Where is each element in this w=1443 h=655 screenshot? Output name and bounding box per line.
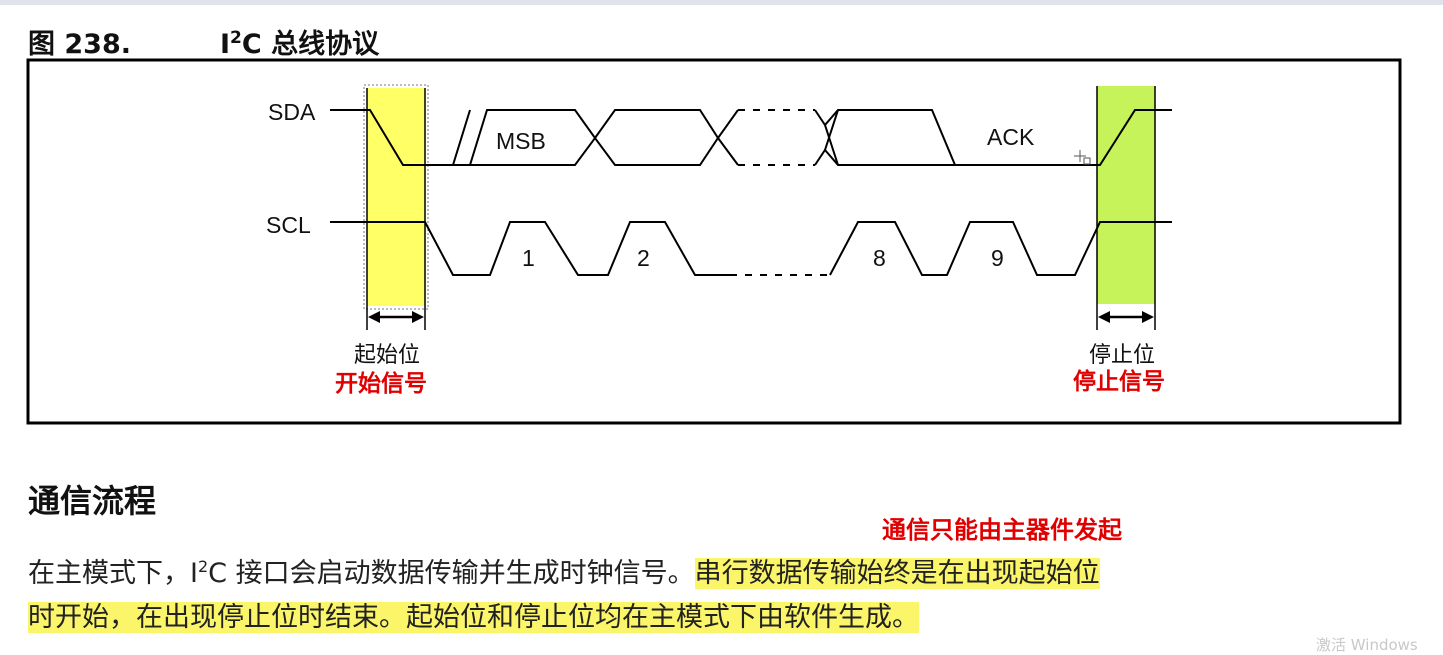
start-arrow-head-left	[368, 311, 380, 323]
sda-waveform-tail-top	[814, 109, 1172, 166]
paragraph-line-2: 时开始，在出现停止位时结束。起始位和停止位均在主模式下由软件生成。	[28, 596, 1428, 640]
sda-ellipsis	[738, 109, 815, 166]
section-title: 通信流程	[28, 482, 157, 520]
stop-bit-caption: 停止位	[1089, 343, 1155, 368]
sda-cross	[824, 109, 839, 166]
sda-waveform-tail-bottom	[814, 148, 955, 166]
figure-title: 图 238. I2C 总线协议	[28, 22, 379, 61]
stop-bit-highlight	[1097, 86, 1155, 304]
highlighted-text: 串行数据传输始终是在出现起始位	[694, 558, 1100, 589]
stop-arrow-head-right	[1142, 311, 1154, 323]
sda-waveform-bottom	[453, 136, 739, 166]
clock-number-2: 2	[637, 245, 650, 271]
stop-arrow-head-left	[1098, 311, 1110, 323]
watermark: 激活 Windows	[1316, 636, 1418, 654]
figure-name: I2C 总线协议	[220, 28, 380, 60]
i2c-timing-diagram: SDA SCL MSB ACK 1 2 8 9	[26, 58, 1402, 425]
start-bit-caption: 起始位	[354, 343, 420, 368]
description-paragraph: 在主模式下，I2C 接口会启动数据传输并生成时钟信号。串行数据传输始终是在出现起…	[28, 545, 1428, 640]
figure-number: 图 238.	[28, 29, 132, 60]
start-bit-highlight	[367, 88, 425, 306]
scl-label: SCL	[266, 212, 311, 238]
highlighted-text: 时开始，在出现停止位时结束。起始位和停止位均在主模式下由软件生成。	[28, 602, 919, 633]
clock-number-8: 8	[873, 245, 886, 271]
msb-label: MSB	[496, 128, 546, 154]
clock-number-1: 1	[522, 245, 535, 271]
diagram-frame	[26, 58, 1402, 425]
sda-label: SDA	[268, 99, 316, 125]
start-arrow-head-right	[412, 311, 424, 323]
paragraph-line-1: 在主模式下，I2C 接口会启动数据传输并生成时钟信号。串行数据传输始终是在出现起…	[28, 557, 1100, 589]
scl-waveform-end	[829, 221, 1172, 276]
top-bar	[0, 0, 1443, 5]
stop-signal-note: 停止信号	[1073, 368, 1165, 395]
start-signal-note: 开始信号	[335, 370, 427, 397]
ack-label: ACK	[987, 124, 1035, 150]
annotation-note: 通信只能由主器件发起	[882, 516, 1122, 544]
selection-outline	[363, 84, 429, 310]
clock-number-9: 9	[991, 245, 1004, 271]
scl-waveform-start	[330, 221, 730, 276]
crosshair-cursor-icon	[1074, 150, 1091, 165]
sda-waveform-top	[330, 109, 739, 166]
